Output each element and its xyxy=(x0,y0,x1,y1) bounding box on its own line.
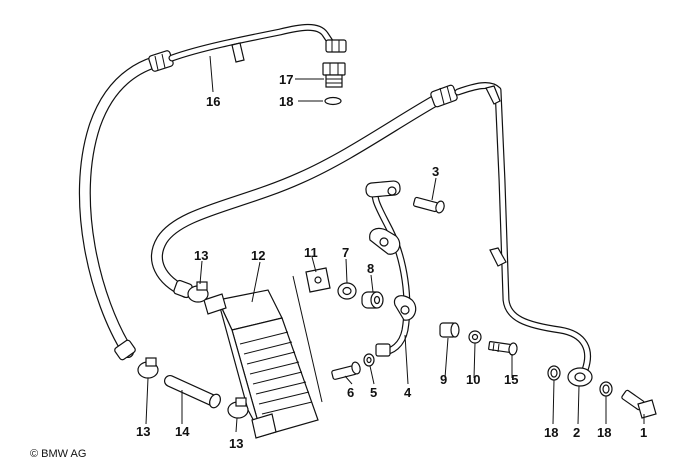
bolt-part-6 xyxy=(331,361,361,380)
copyright-text: © BMW AG xyxy=(30,448,86,460)
banjo-bolt-part-1 xyxy=(621,389,657,419)
callout-6: 6 xyxy=(347,385,354,400)
oil-cooler-part-12 xyxy=(203,275,323,439)
leader-lines xyxy=(145,55,645,433)
washer-part-5 xyxy=(363,353,375,367)
callout-13-left: 13 xyxy=(136,424,150,439)
callout-2: 2 xyxy=(573,425,580,440)
bolt-part-15 xyxy=(488,341,518,356)
union-fitting-part-17 xyxy=(322,62,346,88)
banjo-fitting-part-2 xyxy=(567,367,593,387)
hose-clamp-part-13-bottom xyxy=(227,397,249,419)
callout-12: 12 xyxy=(251,248,265,263)
callout-13-bottom: 13 xyxy=(229,436,243,451)
oil-hose-part-16 xyxy=(78,23,347,361)
callout-4: 4 xyxy=(404,385,412,400)
hose-part-14 xyxy=(164,375,221,409)
callout-13-top: 13 xyxy=(194,248,208,263)
spacer-part-9 xyxy=(439,322,460,338)
callout-10: 10 xyxy=(466,372,480,387)
callout-9: 9 xyxy=(440,372,447,387)
callout-8: 8 xyxy=(367,261,374,276)
sealing-ring-part-18-right xyxy=(599,381,613,397)
bolt-part-3 xyxy=(412,196,445,214)
pipe-bracket-part-4 xyxy=(365,180,417,357)
sealing-ring-part-18-top xyxy=(324,96,342,106)
hose-clamp-part-13-top xyxy=(187,281,209,303)
callout-3: 3 xyxy=(432,164,439,179)
oil-feed-line xyxy=(151,82,592,374)
callout-11: 11 xyxy=(304,245,318,260)
clip-part-11 xyxy=(305,267,331,293)
sealing-ring-part-18-left xyxy=(547,365,561,381)
callout-18-right: 18 xyxy=(597,425,611,440)
callout-16: 16 xyxy=(206,94,220,109)
grommet-part-7 xyxy=(337,282,357,300)
callout-1: 1 xyxy=(640,425,647,440)
callout-18-top: 18 xyxy=(279,94,293,109)
callout-14: 14 xyxy=(175,424,190,439)
callout-17: 17 xyxy=(279,72,293,87)
bushing-part-8 xyxy=(361,291,384,309)
hose-clamp-part-13-left xyxy=(137,357,159,379)
callout-15: 15 xyxy=(504,372,518,387)
washer-part-10 xyxy=(468,330,482,344)
callout-labels: 16 17 18 3 11 12 13 7 8 9 10 15 6 5 4 13… xyxy=(136,72,647,451)
callout-7: 7 xyxy=(342,245,349,260)
callout-5: 5 xyxy=(370,385,377,400)
callout-18-left: 18 xyxy=(544,425,558,440)
